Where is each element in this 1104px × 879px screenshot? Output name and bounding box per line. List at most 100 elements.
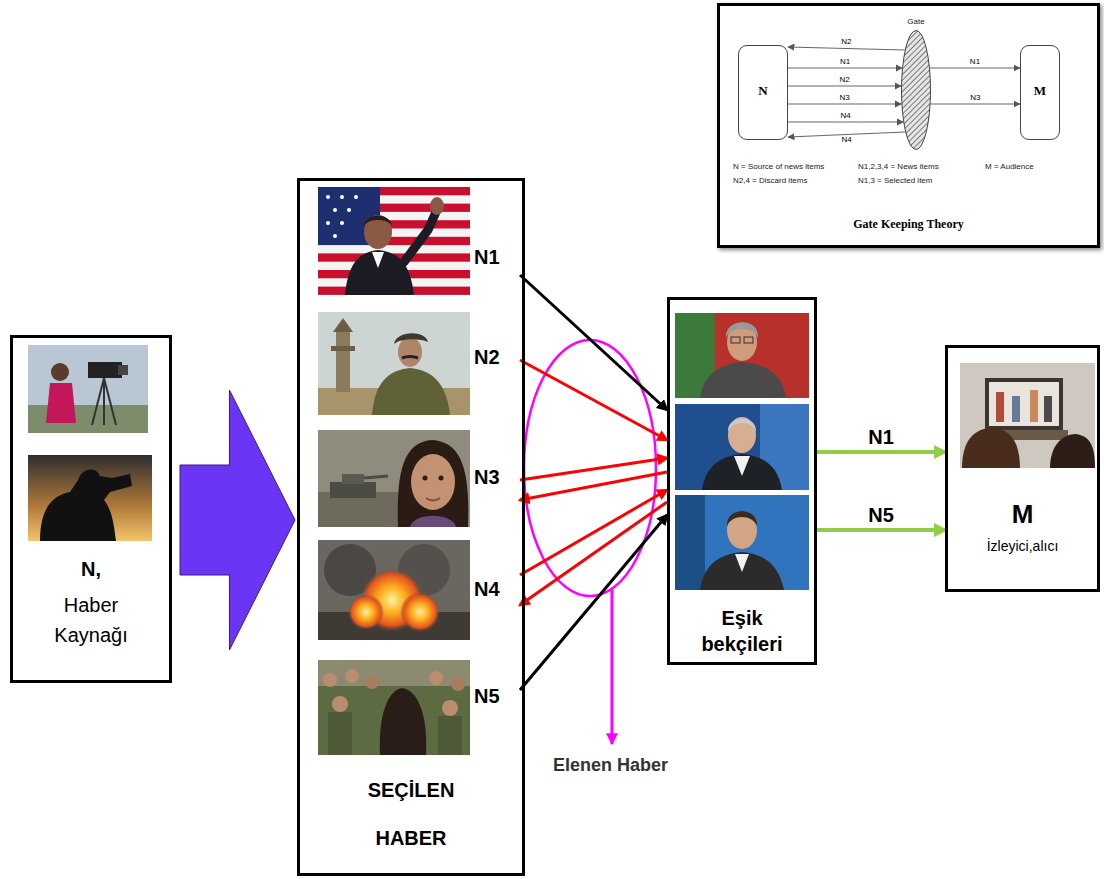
news-photo-explosion bbox=[348, 594, 384, 630]
audience-box: Mİzleyici,alıcı bbox=[945, 345, 1100, 592]
source-box: N,Haber Kaynağı bbox=[10, 335, 172, 683]
news-photo-girl bbox=[364, 476, 388, 478]
news-item-arrow bbox=[788, 103, 901, 104]
node-title: N3 bbox=[474, 466, 518, 489]
news-photo-soldiers bbox=[318, 660, 470, 755]
discarded-news-label: Elenen Haber bbox=[553, 755, 668, 776]
audience-photo bbox=[996, 392, 1004, 422]
camera-operator-photo bbox=[28, 405, 148, 433]
news-item-arrow bbox=[788, 121, 903, 122]
edge-label: N3 bbox=[838, 94, 852, 103]
news-photo-soldiers bbox=[332, 696, 348, 712]
key-note: N = Source of news items bbox=[733, 162, 824, 171]
node-title: N2 bbox=[474, 346, 518, 369]
edge-label: N1 bbox=[838, 58, 852, 67]
news-photo-soldiers bbox=[328, 712, 352, 755]
news-photo-girl bbox=[318, 430, 470, 527]
news-photo-politician bbox=[318, 187, 470, 295]
news-photo-officer bbox=[331, 346, 355, 351]
theory-inset: Gate Keeping Theory N GateM bbox=[717, 3, 1100, 248]
photographer-silhouette-photo bbox=[40, 470, 132, 541]
news-photo-officer bbox=[318, 312, 470, 415]
photographer-silhouette-photo bbox=[28, 455, 152, 541]
news-photo-explosion bbox=[318, 540, 470, 640]
camera-operator-photo bbox=[88, 362, 122, 378]
gate-outline bbox=[901, 30, 931, 150]
news-photo-soldiers bbox=[438, 716, 462, 755]
audience-photo bbox=[1050, 434, 1095, 468]
gatekeeper-photo bbox=[744, 337, 753, 343]
news-photo-soldiers bbox=[442, 700, 458, 716]
gatekeeper-photo bbox=[700, 552, 784, 590]
news-photo-politician bbox=[364, 216, 392, 227]
key-note: N2,4 = Discard items bbox=[733, 176, 807, 185]
node-title: SEÇİLEN HABER bbox=[351, 766, 471, 862]
connectors bbox=[180, 47, 1020, 690]
news-photo-politician bbox=[347, 208, 351, 212]
news-item: N4 bbox=[316, 539, 520, 643]
news-photo-girl bbox=[423, 476, 428, 481]
news-photo-girl bbox=[318, 430, 470, 527]
news-photo-explosion bbox=[400, 592, 440, 632]
audience-photo bbox=[962, 428, 1020, 468]
gatekeeper-photo bbox=[675, 404, 809, 490]
news-photo-politician bbox=[318, 187, 470, 295]
selected-item-arrow bbox=[930, 67, 1020, 68]
news-photo-soldiers bbox=[451, 677, 465, 691]
news-photo-officer bbox=[402, 357, 418, 359]
news-photo-officer bbox=[336, 332, 350, 392]
node-title: N bbox=[739, 84, 787, 99]
node-title: Eşik bekçileri bbox=[692, 605, 792, 657]
camera-operator-photo bbox=[28, 345, 148, 433]
camera-operator-photo bbox=[51, 363, 69, 381]
camera-operator-photo bbox=[92, 378, 116, 425]
news-photo-politician bbox=[326, 221, 330, 225]
filtered-arrow bbox=[520, 360, 667, 440]
gatekeeper-photo bbox=[735, 554, 749, 572]
news-photo-soldiers bbox=[380, 688, 427, 755]
camera-operator-photo bbox=[46, 383, 76, 423]
news-photo-girl bbox=[410, 516, 456, 527]
news-photo-officer bbox=[333, 318, 353, 332]
node-title: M bbox=[948, 500, 1097, 530]
edge-label: N2 bbox=[839, 38, 853, 47]
edge-label: N4 bbox=[839, 112, 853, 121]
selected-news-box: SEÇİLEN HABER N1N2N3N4N5 bbox=[297, 178, 525, 876]
news-item: N1 bbox=[316, 187, 520, 297]
edge-label: N2 bbox=[837, 76, 851, 85]
audience-photo bbox=[960, 363, 1095, 468]
node-title: Gate Keeping Theory bbox=[720, 218, 1097, 232]
audience-photo bbox=[960, 363, 1095, 468]
news-photo-girl bbox=[426, 498, 440, 501]
news-photo-politician bbox=[404, 212, 436, 262]
gatekeeper-photo bbox=[731, 337, 740, 343]
news-item-arrow bbox=[788, 67, 902, 68]
gatekeepers-box: Eşik bekçileri bbox=[667, 297, 817, 665]
leader-arrow bbox=[612, 590, 613, 744]
leader-arrow bbox=[611, 590, 614, 744]
news-item: N5 bbox=[316, 657, 520, 757]
discard-arrow bbox=[788, 47, 905, 50]
news-photo-girl bbox=[411, 454, 455, 510]
selected-arrow bbox=[520, 515, 667, 690]
news-photo-politician bbox=[354, 195, 358, 199]
news-photo-soldiers bbox=[345, 669, 359, 683]
gatekeeper-photo bbox=[728, 419, 756, 433]
audience-photo bbox=[1012, 396, 1020, 422]
gatekeeper-photo bbox=[727, 511, 757, 526]
news-photo-soldiers bbox=[365, 675, 379, 689]
node-title: N, bbox=[13, 558, 169, 581]
news-photo-politician bbox=[372, 252, 384, 268]
news-photo-politician bbox=[333, 234, 337, 238]
camera-operator-photo bbox=[28, 345, 148, 433]
edge-label: N5 bbox=[866, 504, 896, 526]
node-title: N4 bbox=[474, 578, 518, 601]
audience-photo bbox=[989, 382, 1059, 426]
news-item: N3 bbox=[316, 428, 520, 530]
rejected-arrow bbox=[520, 502, 667, 605]
audience-box: M bbox=[1020, 45, 1060, 140]
news-photo-politician bbox=[340, 221, 344, 225]
node-title: Gate bbox=[891, 17, 941, 26]
